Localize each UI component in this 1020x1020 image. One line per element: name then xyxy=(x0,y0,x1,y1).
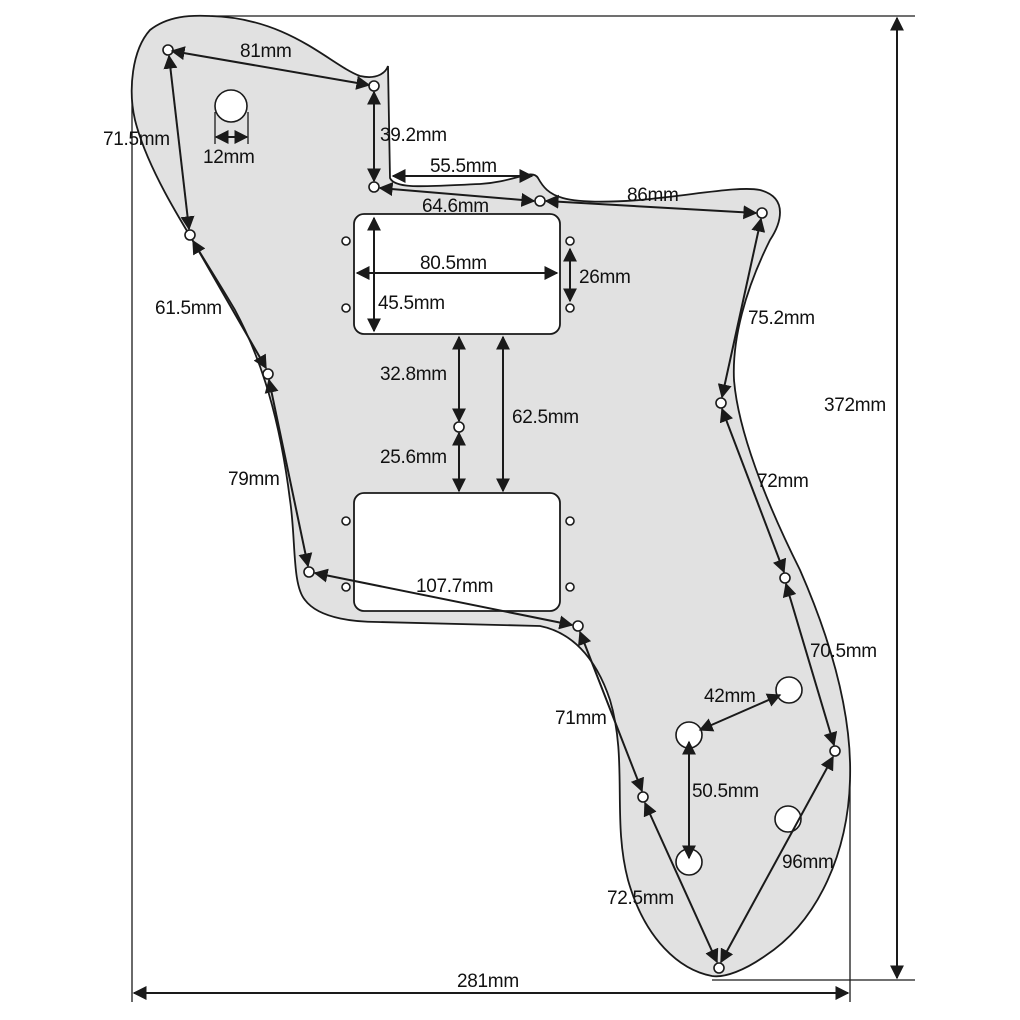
label-12mm: 12mm xyxy=(203,147,255,168)
dim-line-42 xyxy=(698,693,782,732)
screw-hole xyxy=(534,195,546,207)
mount-hole xyxy=(341,236,351,246)
dimension-labels: 81mm 71.5mm 12mm 39.2mm 55.5mm 64.6mm 86… xyxy=(103,41,886,992)
screw-hole xyxy=(262,368,274,380)
label-80-5mm: 80.5mm xyxy=(420,253,487,274)
label-75-2mm: 75.2mm xyxy=(748,308,815,329)
dim-line-86 xyxy=(544,194,758,220)
screw-hole xyxy=(162,44,174,56)
control-hole-upper xyxy=(775,676,803,704)
label-372mm: 372mm xyxy=(824,395,886,416)
mount-hole xyxy=(565,236,575,246)
screw-hole xyxy=(779,572,791,584)
dim-line-72 xyxy=(719,407,787,574)
dim-line-72-5 xyxy=(643,801,719,964)
screw-hole xyxy=(453,421,465,433)
screw-hole xyxy=(756,207,768,219)
label-70-5mm: 70.5mm xyxy=(810,641,877,662)
label-71mm: 71mm xyxy=(555,708,607,729)
dim-line-107-7 xyxy=(313,568,574,630)
dim-line-71-5 xyxy=(163,54,195,231)
dim-line-64-6 xyxy=(378,182,536,207)
label-64-6mm: 64.6mm xyxy=(422,196,489,217)
label-42mm: 42mm xyxy=(704,686,756,707)
screw-hole xyxy=(303,566,315,578)
mount-hole xyxy=(341,303,351,313)
label-45-5mm: 45.5mm xyxy=(378,293,445,314)
label-62-5mm: 62.5mm xyxy=(512,407,579,428)
screw-hole xyxy=(368,181,380,193)
dim-line-79 xyxy=(264,378,313,568)
label-72mm: 72mm xyxy=(757,471,809,492)
dim-line-96 xyxy=(720,755,834,964)
screw-hole xyxy=(184,229,196,241)
mount-hole xyxy=(565,582,575,592)
label-86mm: 86mm xyxy=(627,185,679,206)
extent-guides xyxy=(131,15,915,1002)
label-72-5mm: 72.5mm xyxy=(607,888,674,909)
label-96mm: 96mm xyxy=(782,852,834,873)
switch-hole xyxy=(214,89,248,123)
label-26mm: 26mm xyxy=(579,267,631,288)
dim-line-75-2 xyxy=(717,217,766,399)
label-107-7mm: 107.7mm xyxy=(416,576,493,597)
screw-hole xyxy=(368,80,380,92)
dim-line-70-5 xyxy=(782,582,838,747)
dim-line-71 xyxy=(578,630,644,793)
label-61-5mm: 61.5mm xyxy=(155,298,222,319)
label-32-8mm: 32.8mm xyxy=(380,364,447,385)
mount-hole xyxy=(341,516,351,526)
label-25-6mm: 25.6mm xyxy=(380,447,447,468)
dimension-lines xyxy=(132,16,904,1000)
mount-hole xyxy=(565,303,575,313)
screw-hole xyxy=(715,397,727,409)
dim-line-81 xyxy=(170,46,371,90)
label-71-5mm: 71.5mm xyxy=(103,129,170,150)
screw-hole xyxy=(572,620,584,632)
label-281mm: 281mm xyxy=(457,971,519,992)
dim-line-61-5 xyxy=(192,239,267,370)
screw-hole xyxy=(637,791,649,803)
label-55-5mm: 55.5mm xyxy=(430,156,497,177)
control-hole-lower-right xyxy=(774,805,802,833)
mount-hole xyxy=(341,582,351,592)
label-81mm: 81mm xyxy=(240,41,292,62)
screw-hole xyxy=(713,962,725,974)
label-50-5mm: 50.5mm xyxy=(692,781,759,802)
label-79mm: 79mm xyxy=(228,469,280,490)
mount-hole xyxy=(565,516,575,526)
screw-hole xyxy=(829,745,841,757)
label-39-2mm: 39.2mm xyxy=(380,125,447,146)
